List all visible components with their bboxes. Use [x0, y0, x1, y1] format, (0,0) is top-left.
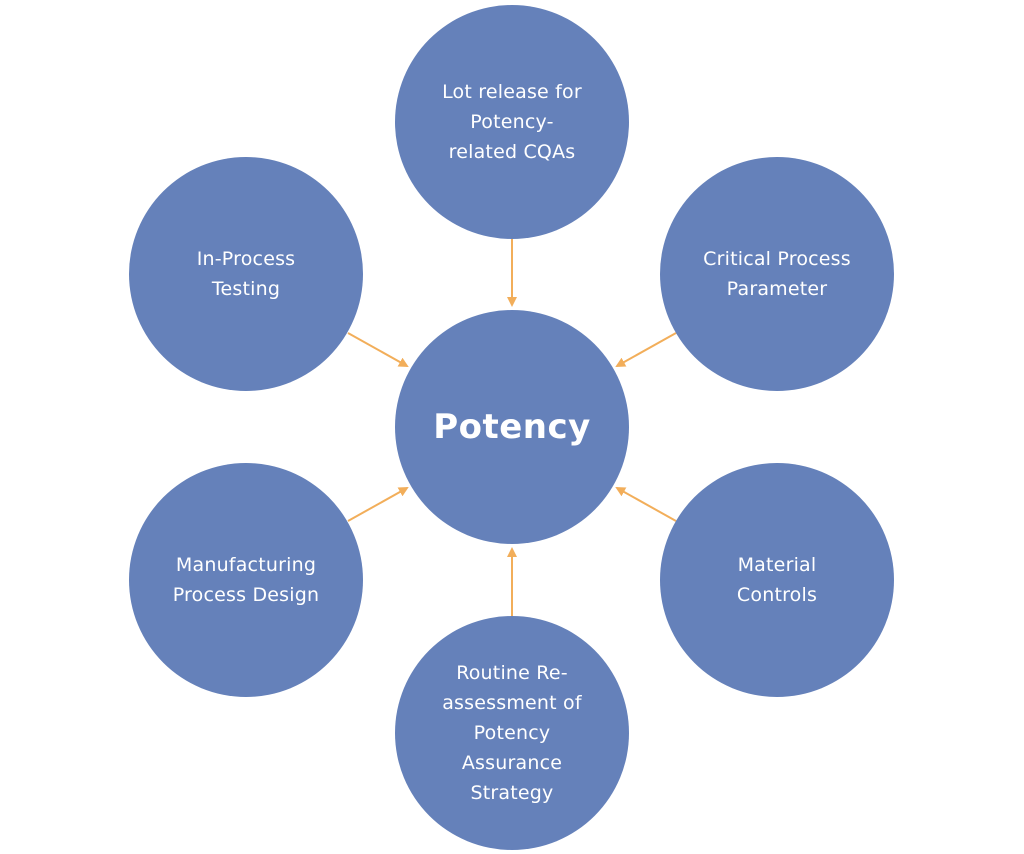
material-controls-circle: Material Controls — [660, 463, 894, 697]
potency-center-circle: Potency — [395, 310, 629, 544]
arrow-top-right-to-center — [615, 332, 677, 367]
arrow-top-left-to-center — [347, 332, 409, 367]
arrow-bottom-left-to-center — [347, 487, 409, 522]
routine-reassessment-circle: Routine Re- assessment of Potency Assura… — [395, 616, 629, 850]
manufacturing-process-design-circle: Manufacturing Process Design — [129, 463, 363, 697]
material-controls-label: Material Controls — [736, 554, 818, 606]
routine-reassessment-label: Routine Re- assessment of Potency Assura… — [442, 662, 582, 804]
critical-process-parameter-circle: Critical Process Parameter — [660, 157, 894, 391]
lot-release-label: Lot release for Potency- related CQAs — [442, 81, 582, 163]
in-process-testing-label: In-Process Testing — [196, 248, 296, 300]
lot-release-circle: Lot release for Potency- related CQAs — [395, 5, 629, 239]
critical-process-parameter-label: Critical Process Parameter — [703, 248, 851, 300]
in-process-testing-circle: In-Process Testing — [129, 157, 363, 391]
manufacturing-process-design-label: Manufacturing Process Design — [172, 554, 320, 606]
arrow-bottom-right-to-center — [615, 487, 677, 522]
potency-center-label: Potency — [433, 407, 591, 447]
